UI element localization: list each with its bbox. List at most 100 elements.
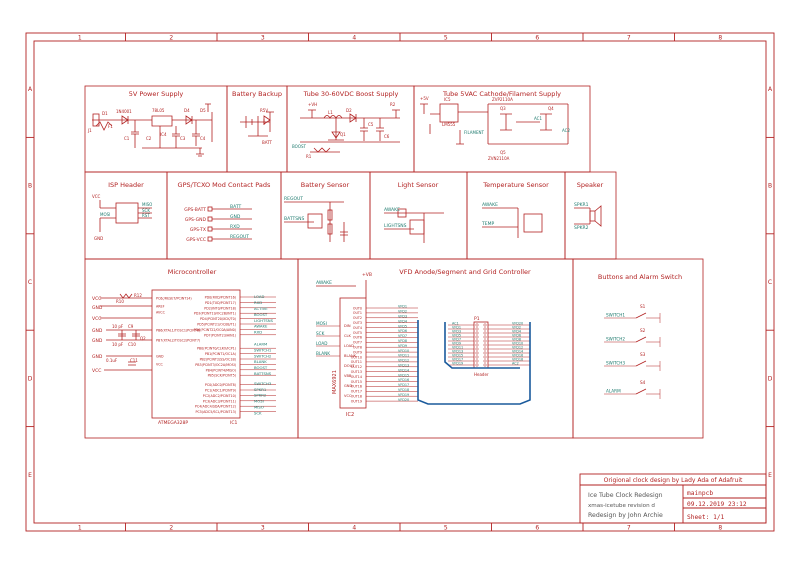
vfd-out-net: VFD16: [398, 378, 409, 382]
svg-text:Q2: Q2: [140, 336, 146, 341]
svg-text:P1: P1: [474, 316, 480, 322]
title-boost: Tube 30-60VDC Boost Supply: [303, 90, 399, 98]
mcu-right-pin: PB0(PCINT0/CLKO/ICP1): [197, 347, 236, 351]
hdr-pin: [483, 335, 487, 339]
mcu-net: SWITCH2: [254, 353, 272, 358]
hdr-pin: [475, 355, 479, 359]
vfd-in-net: MOSI: [316, 321, 327, 326]
vfd-out-pin: OUT6: [353, 336, 362, 340]
vfd-out-pin: OUT13: [351, 370, 362, 374]
row-marker-right: A: [768, 86, 773, 93]
col-marker-top: 4: [352, 35, 356, 42]
svg-text:1N4001: 1N4001: [116, 109, 132, 114]
title-battery: Battery Backup: [232, 90, 282, 98]
col-marker-top: 1: [78, 35, 82, 42]
sheet-name: mainpcb: [687, 490, 713, 497]
row-marker-left: E: [28, 472, 32, 479]
switch-blade: [635, 312, 647, 319]
mcu-right-pin: PC0(ADC0/PCINT8): [205, 383, 236, 387]
vfd-in-pin: GND: [344, 384, 352, 388]
svg-text:Q5: Q5: [500, 150, 506, 155]
svg-text:VCC: VCC: [92, 368, 101, 374]
mcu-left-pin: GND: [156, 355, 164, 359]
svg-text:R1: R1: [306, 154, 312, 159]
hdr-right-net: VFD12: [512, 346, 523, 350]
col-marker-top: 8: [718, 35, 722, 42]
vfd-out-net: VFD7: [398, 334, 407, 338]
col-marker-top: 5: [444, 35, 448, 42]
light-sensor: AWAKE LIGHTSNS: [384, 207, 444, 243]
mcu-right-pin: PB3(PCINT3/OC2A/MOSI): [195, 363, 236, 367]
credit-text: Origional clock design by Lady Ada of Ad…: [604, 477, 743, 484]
vfd-out-pin: OUT7: [353, 341, 362, 345]
title-filament: Tube 5VAC Cathode/Filament Supply: [442, 90, 561, 98]
vfd-in-net: LOAD: [316, 341, 328, 346]
vfd-out-pin: OUT8: [353, 346, 362, 350]
vfd-out-pin: OUT19: [351, 399, 362, 403]
hdr-left-net: VFD1: [452, 326, 461, 330]
col-marker-bottom: 4: [352, 525, 356, 532]
switch-blade: [635, 388, 647, 395]
vfd-header-right: VFD20VFD2VFD4VFD6VFD8VFD10VFD12VFD14VFD1…: [483, 322, 530, 367]
svg-text:+5V: +5V: [420, 96, 429, 101]
svg-text:Header: Header: [474, 372, 489, 377]
hdr-right-net: VFD10: [512, 342, 523, 346]
svg-text:AWAKE: AWAKE: [482, 202, 498, 208]
row-marker-right: C: [768, 279, 772, 286]
vfd-out-pin: OUT18: [351, 395, 362, 399]
mcu-net: LOAD: [254, 294, 264, 299]
vfd-out-net: VFD18: [398, 388, 409, 392]
drawing-frame: [25, 32, 775, 532]
vfd-out-net: VFD11: [398, 354, 409, 358]
battery-backup-circuit: R5V BATT: [240, 108, 274, 145]
mcu-net: RXD: [254, 300, 262, 305]
vfd-in-net: BLANK: [316, 351, 330, 356]
hdr-pin: [483, 363, 487, 367]
svg-text:BATTSNS: BATTSNS: [284, 216, 304, 222]
svg-text:GND: GND: [92, 338, 103, 344]
vfd-out-net: VFD10: [398, 349, 409, 353]
row-marker-left: C: [28, 279, 32, 286]
svg-text:GPS-VCC: GPS-VCC: [186, 237, 206, 243]
vfd-out-net: VFD19: [398, 393, 409, 397]
title-line1: Ice Tube Clock Redesign: [588, 492, 663, 499]
svg-text:MOSI: MOSI: [100, 212, 110, 217]
svg-text:AWAKE: AWAKE: [316, 280, 332, 286]
title-power: 5V Power Supply: [129, 90, 184, 98]
col-marker-bottom: 5: [444, 525, 448, 532]
vfd-out-net: VFD12: [398, 359, 409, 363]
col-marker-bottom: 3: [261, 525, 265, 532]
svg-text:F1: F1: [108, 124, 113, 129]
svg-text:Q1: Q1: [340, 132, 346, 137]
title-mcu: Microcontroller: [168, 268, 217, 276]
svg-text:C4: C4: [200, 136, 206, 141]
hdr-right-net: VFD4: [512, 330, 521, 334]
title-gps: GPS/TCXO Mod Contact Pads: [178, 181, 271, 189]
hdr-pin: [475, 347, 479, 351]
mcu-name: ATMEGA328P: [158, 420, 188, 426]
vfd-controller: MAX6921 IC2 +VB AWAKE DINCLKLOADBLANKDOU…: [316, 272, 531, 418]
svg-text:VCC: VCC: [92, 296, 101, 302]
svg-text:RST: RST: [142, 213, 150, 218]
vfd-out-pin: OUT0: [353, 306, 362, 310]
mcu-net: SWITCH3: [254, 381, 272, 386]
hdr-left-net: VFD11: [452, 346, 463, 350]
svg-text:GND: GND: [94, 236, 103, 241]
svg-text:TEMP: TEMP: [481, 221, 494, 227]
hdr-pin: [483, 323, 487, 327]
hdr-pin: [475, 327, 479, 331]
svg-text:SPKR1: SPKR1: [574, 202, 589, 208]
vfd-out-net: VFD3: [398, 315, 407, 319]
mcu-right-pins: PD0(RXD/PCINT16)PD1(TXD/PCINT17)PD2(INT0…: [194, 296, 276, 414]
svg-text:VCC: VCC: [92, 316, 101, 322]
switch-net: ALARM: [606, 389, 621, 394]
mcu-right-pin: PD0(RXD/PCINT16): [205, 296, 236, 300]
vfd-out-pin: OUT11: [351, 360, 362, 364]
svg-text:R12: R12: [134, 293, 142, 298]
svg-text:GPS-TX: GPS-TX: [190, 227, 206, 233]
vfd-out-pin: OUT14: [351, 375, 362, 379]
svg-text:Q4: Q4: [548, 106, 554, 111]
sheet-date: 09.12.2019 23:12: [687, 501, 747, 508]
